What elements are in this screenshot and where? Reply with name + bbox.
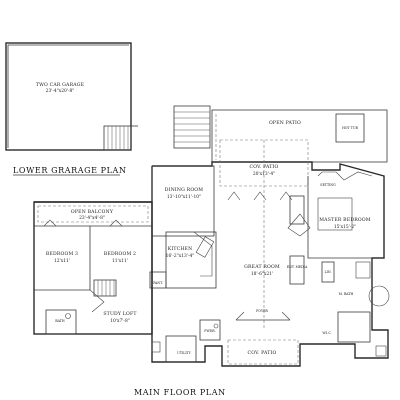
bedroom2-name: BEDROOM 2 (104, 251, 136, 257)
great-room-name: GREAT ROOM (244, 264, 280, 270)
interior-stair (93, 279, 117, 297)
hot-tub-name: HOT TUB (342, 126, 358, 130)
garage-plan: TWO CAR GARAGE 23'-4"x20'-8" (5, 42, 138, 151)
ent-media-name: ENT. MEDIA (287, 265, 308, 269)
cov-patio-top-dim: 20'x13'-4" (253, 172, 275, 177)
m-bath-name: M. BATH (339, 292, 354, 296)
great-room-dim: 18'-6"x21' (251, 272, 273, 277)
utility-name: UTILITY (177, 351, 192, 355)
exterior-stair (173, 105, 211, 149)
main-plan-caption: MAIN FLOOR PLAN (134, 388, 226, 397)
cov-patio-top-name: COV. PATIO (249, 164, 278, 170)
pantry-name: PANT. (153, 281, 163, 285)
kitchen-name: KITCHEN (168, 246, 193, 252)
study-loft-name: STUDY LOFT (103, 311, 137, 317)
open-patio-name: OPEN PATIO (269, 120, 301, 126)
wic-name: W.I.C. (322, 331, 331, 335)
lower-plan-caption: LOWER GRARAGE PLAN (13, 166, 127, 175)
bedroom2-dim: 11'x11' (112, 259, 128, 264)
setting-name: SETTING (320, 183, 336, 187)
open-balcony-name: OPEN BALCONY (71, 209, 114, 215)
garage-dim: 23'-4"x20'-8" (46, 89, 75, 94)
main-floor-plan: OPEN PATIO HOT TUB COV. PATIO 20'x13'-4"… (33, 105, 390, 367)
master-bedroom-name: MASTER BEDROOM (319, 217, 371, 223)
garage-name: TWO CAR GARAGE (36, 82, 84, 88)
dining-room-dim: 13'-10"x11'-10" (167, 195, 201, 200)
garage-stair (103, 125, 138, 151)
study-loft-dim: 10'x7'-8" (110, 319, 130, 324)
cov-patio-bottom-name: COV. PATIO (247, 350, 276, 356)
bedroom3-name: BEDROOM 3 (46, 251, 78, 257)
pwdr-name: PWDR. (204, 329, 215, 333)
open-balcony-dim: 23'-4"x4'-8" (79, 216, 105, 221)
dining-room-name: DINING ROOM (165, 187, 203, 193)
kitchen-dim: 16'-2"x13'-4" (166, 254, 195, 259)
lin-name: LIN. (325, 270, 332, 274)
bedroom3-dim: 12'x11' (54, 259, 70, 264)
foyer-name: FOYER (256, 309, 268, 313)
master-bedroom-dim: 15'x15'-2" (334, 225, 356, 230)
bath-name: BATH (55, 319, 65, 323)
